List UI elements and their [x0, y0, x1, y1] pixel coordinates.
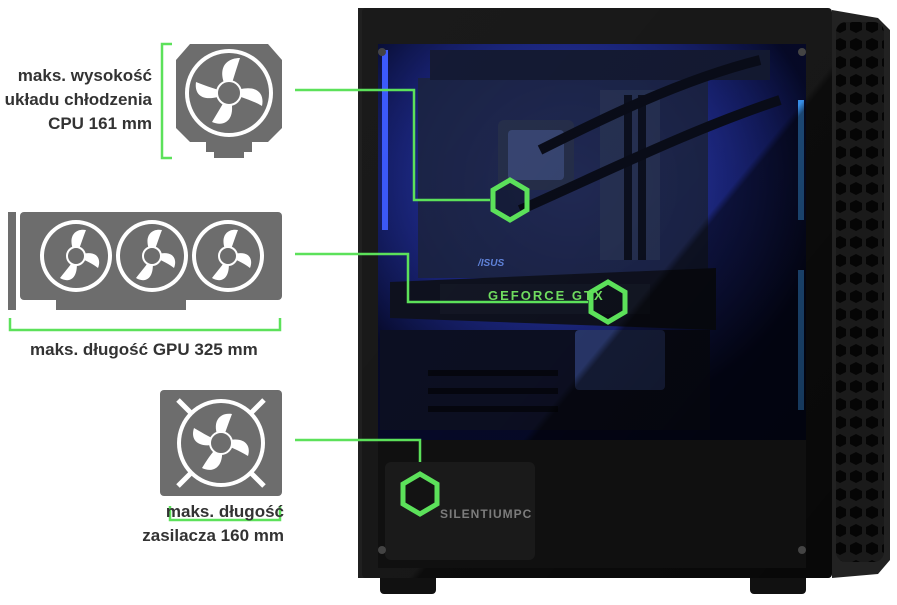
motherboard-brand-text: /ISUS [478, 258, 505, 269]
case-brand-text: SILENTIUMPC [440, 507, 533, 521]
front-mesh [836, 22, 884, 562]
cpu-label-line: układu chłodzenia [4, 90, 152, 109]
gpu-length-label: maks. długość GPU 325 mm [30, 338, 280, 362]
gpu-brand-text: GEFORCE GTX [488, 288, 605, 303]
psu-label-line: maks. długość [165, 502, 284, 521]
psu-length-label: maks. długość zasilacza 160 mm [124, 500, 284, 548]
psu-icon [160, 390, 282, 496]
hexagon-marker-icon [400, 177, 628, 517]
psu-label-line: zasilacza 160 mm [142, 526, 284, 545]
cpu-label-line: maks. wysokość [17, 66, 152, 85]
pc-case [358, 8, 890, 594]
gpu-label-line: maks. długość GPU 325 mm [30, 340, 258, 359]
cpu-cooler-icon [176, 44, 282, 158]
cpu-label-line: CPU 161 mm [48, 114, 152, 133]
callout-lines [8, 42, 588, 522]
cpu-cooler-height-label: maks. wysokość układu chłodzenia CPU 161… [0, 64, 152, 136]
gpu-icon [8, 212, 282, 310]
